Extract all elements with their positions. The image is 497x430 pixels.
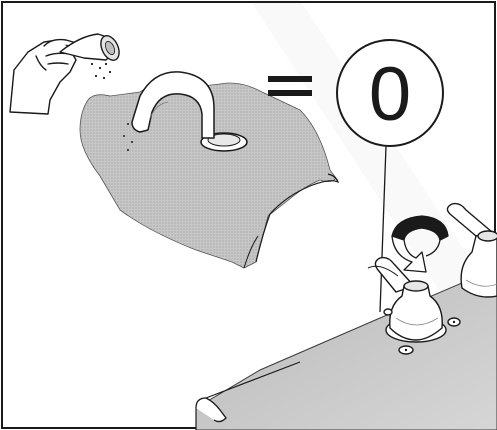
equals-sign: =: [268, 76, 312, 96]
callout-label: 0: [369, 52, 411, 137]
countertop-surface: [196, 268, 497, 430]
